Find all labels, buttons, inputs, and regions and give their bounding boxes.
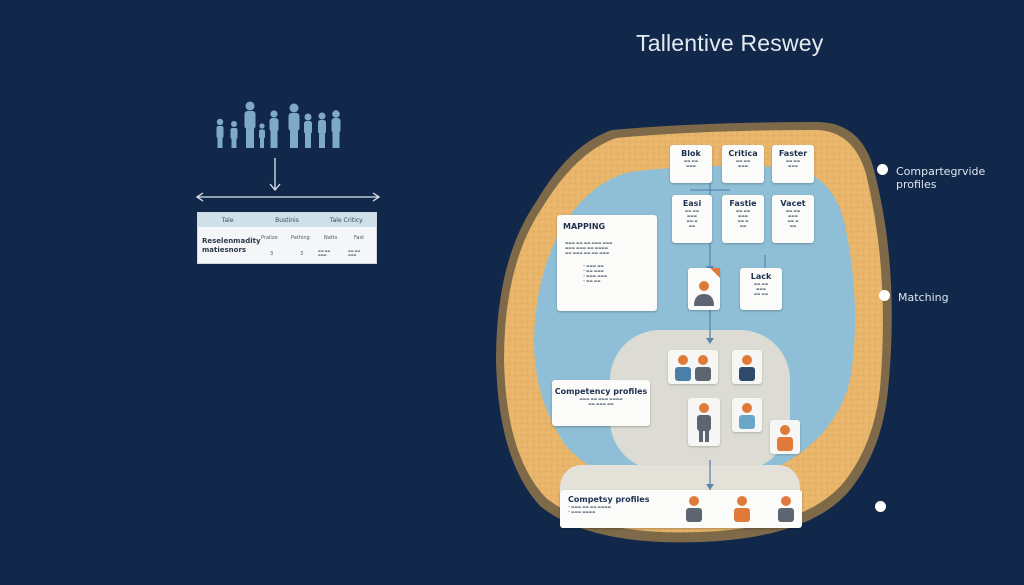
card-document-profile[interactable] — [688, 268, 720, 310]
card-text: ▬▬ ▬▬▬▬▬▬▬ ▬▬▬ — [735, 209, 751, 228]
person-icon — [777, 425, 793, 451]
card-text: ▬▬ ▬▬▬▬▬ — [683, 159, 699, 168]
people-group-icon — [216, 101, 341, 148]
card-title: Lack — [750, 272, 772, 281]
card-faster[interactable]: Faster ▬▬ ▬▬▬▬▬ — [772, 145, 814, 183]
person-icon — [697, 403, 711, 442]
card-mapping[interactable]: MAPPING ▬▬▬ ▬▬ ▬▬ ▬▬▬ ▬▬▬▬▬▬ ▬▬▬ ▬▬ ▬▬▬▬… — [557, 215, 657, 311]
card-text: ▬▬▬ ▬▬ ▬▬ ▬▬▬ ▬▬▬▬▬▬ ▬▬▬ ▬▬ ▬▬▬▬▬▬ ▬▬▬ ▬… — [565, 241, 613, 255]
card-title: Blok — [681, 149, 701, 158]
table-header: Tale Bustinis Tale Criticy — [198, 213, 376, 227]
avatar-pair[interactable] — [668, 350, 718, 384]
avatar[interactable] — [688, 398, 720, 446]
table-row-label: Reselenmadity matiesnors — [202, 237, 261, 254]
table-cell: Natts — [324, 235, 338, 241]
card-list: • ▬▬▬ ▬▬• ▬▬ ▬▬▬• ▬▬▬ ▬▬▬• ▬▬ ▬▬ — [583, 264, 608, 283]
card-title: MAPPING — [563, 222, 606, 231]
summary-table: Tale Bustinis Tale Criticy Reselenmadity… — [197, 212, 377, 264]
card-text: • ▬▬▬ ▬▬ ▬▬ ▬▬▬▬• ▬▬▬ ▬▬▬▬ — [568, 505, 611, 514]
card-title: Fastie — [729, 199, 757, 208]
card-text: ▬▬▬ ▬▬ ▬▬▬ ▬▬▬▬▬▬ ▬▬▬ ▬▬ — [579, 397, 623, 406]
bullet-dot — [875, 501, 886, 512]
table-header-cell: Tale — [221, 216, 234, 224]
card-text: ▬▬ ▬▬▬▬▬▬▬ ▬▬▬ — [684, 209, 700, 228]
avatar-row — [686, 496, 794, 522]
horizontal-arrow — [195, 192, 381, 202]
card-vacet[interactable]: Vacet ▬▬ ▬▬▬▬▬▬▬ ▬▬▬ — [772, 195, 814, 243]
person-icon — [675, 355, 711, 381]
card-text: ▬▬ ▬▬▬▬▬▬▬ ▬▬▬ — [785, 209, 801, 228]
card-easi[interactable]: Easi ▬▬ ▬▬▬▬▬▬▬ ▬▬▬ — [672, 195, 712, 243]
table-cell: 3 — [300, 251, 304, 257]
arrow-down-icon — [269, 158, 281, 192]
card-text: ▬▬ ▬▬▬▬▬ — [785, 159, 801, 168]
page-title: Tallentive Reswey — [636, 30, 824, 56]
profile-avatar-icon — [694, 268, 720, 306]
card-fastie[interactable]: Fastie ▬▬ ▬▬▬▬▬▬▬ ▬▬▬ — [722, 195, 764, 243]
table-header-cell: Tale Criticy — [329, 216, 363, 224]
card-text: ▬▬ ▬▬▬▬▬▬▬ ▬▬ — [753, 282, 769, 296]
avatar[interactable] — [770, 420, 800, 454]
card-title: Competency profiles — [554, 387, 648, 396]
table-cell-note: ▬▬ ▬▬▬▬▬ — [318, 249, 331, 257]
card-lack[interactable]: Lack ▬▬ ▬▬▬▬▬▬▬ ▬▬ — [740, 268, 782, 310]
side-label-profiles: Compartegrvide profiles — [896, 165, 986, 191]
avatar[interactable] — [732, 398, 762, 432]
person-icon — [739, 403, 755, 429]
table-cell: Pathing — [291, 235, 310, 241]
card-text: ▬▬ ▬▬▬▬▬ — [735, 159, 751, 168]
person-icon — [739, 355, 755, 381]
side-label-matching: Matching — [898, 291, 949, 304]
card-competency-profiles[interactable]: Competency profiles ▬▬▬ ▬▬ ▬▬▬ ▬▬▬▬▬▬ ▬▬… — [552, 380, 650, 426]
table-cell: 3 — [270, 251, 274, 257]
card-title: Critica — [728, 149, 758, 158]
card-blok[interactable]: Blok ▬▬ ▬▬▬▬▬ — [670, 145, 712, 183]
card-title: Faster — [778, 149, 808, 158]
table-header-cell: Bustinis — [275, 216, 299, 224]
bullet-dot — [879, 290, 890, 301]
table-cell: Fast — [354, 235, 365, 241]
table-cell-note: ▬▬ ▬▬▬▬▬ — [348, 249, 361, 257]
card-title: Competsy profiles — [568, 495, 650, 504]
table-cell: Pralize — [261, 235, 278, 241]
card-title: Easi — [682, 199, 702, 208]
avatar[interactable] — [732, 350, 762, 384]
card-critica[interactable]: Critica ▬▬ ▬▬▬▬▬ — [722, 145, 764, 183]
card-competency-bottom[interactable]: Competsy profiles • ▬▬▬ ▬▬ ▬▬ ▬▬▬▬• ▬▬▬ … — [560, 490, 802, 528]
bullet-dot — [877, 164, 888, 175]
card-title: Vacet — [780, 199, 806, 208]
